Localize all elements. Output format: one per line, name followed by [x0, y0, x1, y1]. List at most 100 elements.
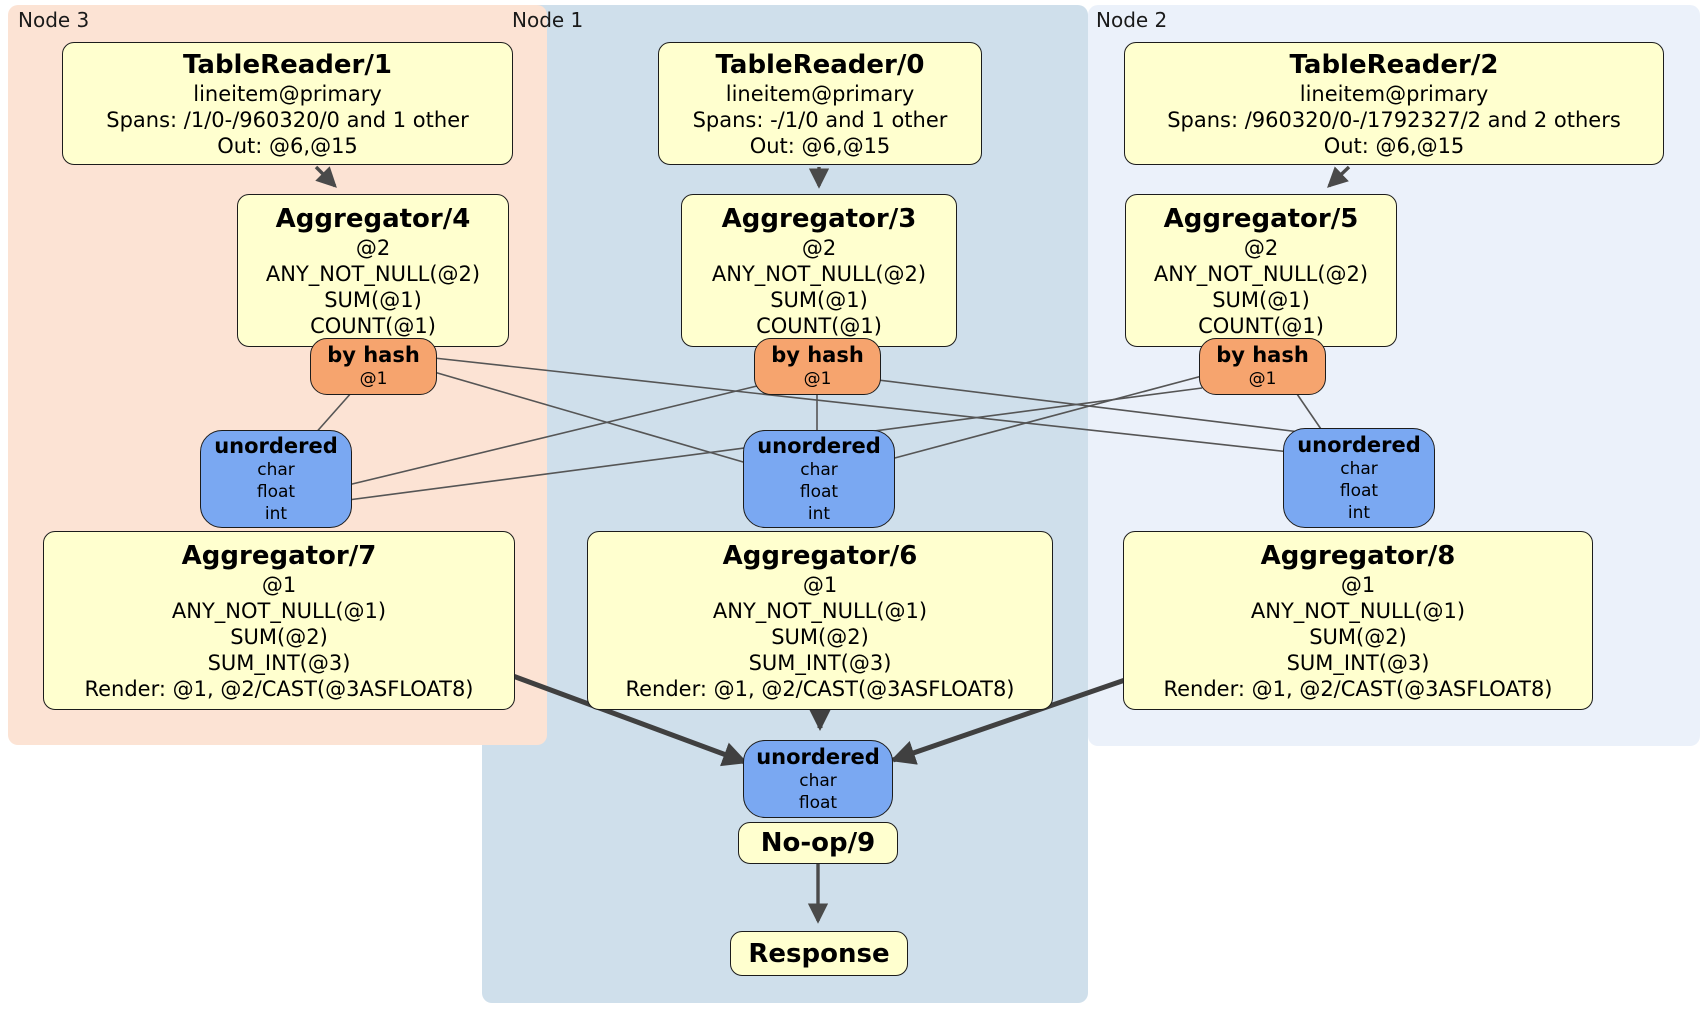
processor-line: lineitem@primary: [1299, 81, 1489, 106]
processor-line: COUNT(@1): [1198, 313, 1324, 338]
processor-line: lineitem@primary: [725, 81, 915, 106]
processor-line: ANY_NOT_NULL(@1): [1250, 598, 1466, 623]
processor-aggregator-6: Aggregator/6 @1 ANY_NOT_NULL(@1) SUM(@2)…: [587, 531, 1053, 710]
sync-unordered-node3: unordered char float int: [200, 430, 352, 528]
processor-title: TableReader/0: [715, 49, 925, 80]
processor-line: Spans: /1/0-/960320/0 and 1 other: [106, 107, 469, 132]
panel-node2-label: Node 2: [1096, 8, 1168, 32]
edge-hash2-sync1: [890, 375, 1203, 460]
processor-noop-9: No-op/9: [738, 822, 898, 864]
processor-line: SUM_INT(@3): [1286, 650, 1430, 675]
sync-unordered-node2: unordered char float int: [1283, 428, 1435, 528]
router-detail: @1: [803, 369, 832, 389]
processor-title: Aggregator/8: [1260, 540, 1456, 571]
sync-title: unordered: [1297, 432, 1421, 457]
processor-line: ANY_NOT_NULL(@2): [711, 261, 927, 286]
router-title: by hash: [771, 343, 864, 367]
processor-line: COUNT(@1): [310, 313, 436, 338]
processor-line: SUM(@2): [230, 624, 328, 649]
sync-type: char: [799, 770, 837, 791]
sync-type: char: [800, 459, 838, 480]
processor-title: TableReader/1: [183, 49, 392, 80]
processor-line: @1: [1340, 572, 1376, 597]
sync-unordered-final: unordered char float: [743, 740, 893, 818]
processor-line: Spans: -/1/0 and 1 other: [692, 107, 948, 132]
edge-tr2-agg5: [1327, 165, 1351, 188]
router-detail: @1: [1248, 369, 1277, 389]
processor-aggregator-8: Aggregator/8 @1 ANY_NOT_NULL(@1) SUM(@2)…: [1123, 531, 1593, 710]
edge-tr1-agg4: [314, 165, 337, 188]
sync-type: int: [1347, 502, 1371, 523]
processor-line: SUM(@2): [771, 624, 869, 649]
processor-aggregator-7: Aggregator/7 @1 ANY_NOT_NULL(@1) SUM(@2)…: [43, 531, 515, 710]
edge-agg8-final: [890, 677, 1126, 765]
sync-type: int: [807, 503, 831, 524]
router-detail: @1: [359, 369, 388, 389]
sync-title: unordered: [214, 433, 338, 458]
processor-tablereader-0: TableReader/0 lineitem@primary Spans: -/…: [658, 42, 982, 165]
processor-title: Response: [748, 938, 890, 969]
sync-type: char: [1340, 458, 1378, 479]
processor-aggregator-5: Aggregator/5 @2 ANY_NOT_NULL(@2) SUM(@1)…: [1125, 194, 1397, 347]
processor-title: TableReader/2: [1289, 49, 1499, 80]
sync-title: unordered: [756, 744, 880, 769]
processor-line: SUM_INT(@3): [207, 650, 351, 675]
processor-line: ANY_NOT_NULL(@1): [712, 598, 928, 623]
sync-title: unordered: [757, 433, 881, 458]
processor-title: Aggregator/3: [721, 203, 917, 234]
edge-hash1-sync2: [877, 379, 1317, 435]
processor-line: ANY_NOT_NULL(@2): [1153, 261, 1369, 286]
processor-title: Aggregator/4: [275, 203, 471, 234]
sync-type: float: [798, 792, 838, 813]
processor-title: Aggregator/6: [722, 540, 918, 571]
processor-line: Spans: /960320/0-/1792327/2 and 2 others: [1167, 107, 1621, 132]
sync-type: float: [799, 481, 839, 502]
edge-hash3-sync1: [433, 371, 751, 465]
processor-line: SUM_INT(@3): [748, 650, 892, 675]
processor-tablereader-2: TableReader/2 lineitem@primary Spans: /9…: [1124, 42, 1664, 165]
processor-line: SUM(@1): [770, 287, 868, 312]
router-by-hash-node3: by hash @1: [310, 338, 437, 395]
edge-agg7-final: [512, 673, 748, 767]
sync-type: int: [264, 503, 288, 524]
processor-title: Aggregator/7: [181, 540, 377, 571]
processor-line: ANY_NOT_NULL(@2): [265, 261, 481, 286]
panel-node3-label: Node 3: [18, 8, 90, 32]
processor-tablereader-1: TableReader/1 lineitem@primary Spans: /1…: [62, 42, 513, 165]
sync-type: float: [256, 481, 296, 502]
processor-line: Out: @6,@15: [217, 133, 358, 158]
processor-aggregator-4: Aggregator/4 @2 ANY_NOT_NULL(@2) SUM(@1)…: [237, 194, 509, 347]
processor-line: @1: [261, 572, 297, 597]
panel-node1-label: Node 1: [512, 8, 584, 32]
processor-line: Out: @6,@15: [1323, 133, 1465, 158]
processor-title: Aggregator/5: [1163, 203, 1359, 234]
processor-line: Render: @1, @2/CAST(@3ASFLOAT8): [625, 676, 1015, 701]
processor-line: lineitem@primary: [193, 81, 382, 106]
processor-line: @2: [355, 235, 391, 260]
edge-hash3-sync3: [312, 391, 353, 437]
processor-line: ANY_NOT_NULL(@1): [171, 598, 387, 623]
processor-line: Out: @6,@15: [749, 133, 891, 158]
processor-line: SUM(@2): [1309, 624, 1407, 649]
processor-line: @2: [801, 235, 837, 260]
sync-type: char: [257, 459, 295, 480]
processor-title: No-op/9: [760, 828, 876, 858]
edge-hash3-sync2: [433, 357, 1291, 453]
processor-line: COUNT(@1): [756, 313, 882, 338]
processor-line: SUM(@1): [1212, 287, 1310, 312]
processor-response: Response: [730, 931, 908, 976]
sync-unordered-node1: unordered char float int: [743, 430, 895, 528]
processor-line: @2: [1243, 235, 1279, 260]
router-by-hash-node2: by hash @1: [1199, 338, 1326, 395]
processor-line: Render: @1, @2/CAST(@3ASFLOAT8): [84, 676, 474, 701]
router-title: by hash: [327, 343, 420, 367]
edge-hash2-sync2: [1296, 393, 1324, 433]
processor-line: @1: [802, 572, 838, 597]
sync-type: float: [1339, 480, 1379, 501]
router-title: by hash: [1216, 343, 1309, 367]
processor-line: SUM(@1): [324, 287, 422, 312]
edge-hash1-sync3: [347, 385, 758, 486]
processor-line: Render: @1, @2/CAST(@3ASFLOAT8): [1163, 676, 1553, 701]
